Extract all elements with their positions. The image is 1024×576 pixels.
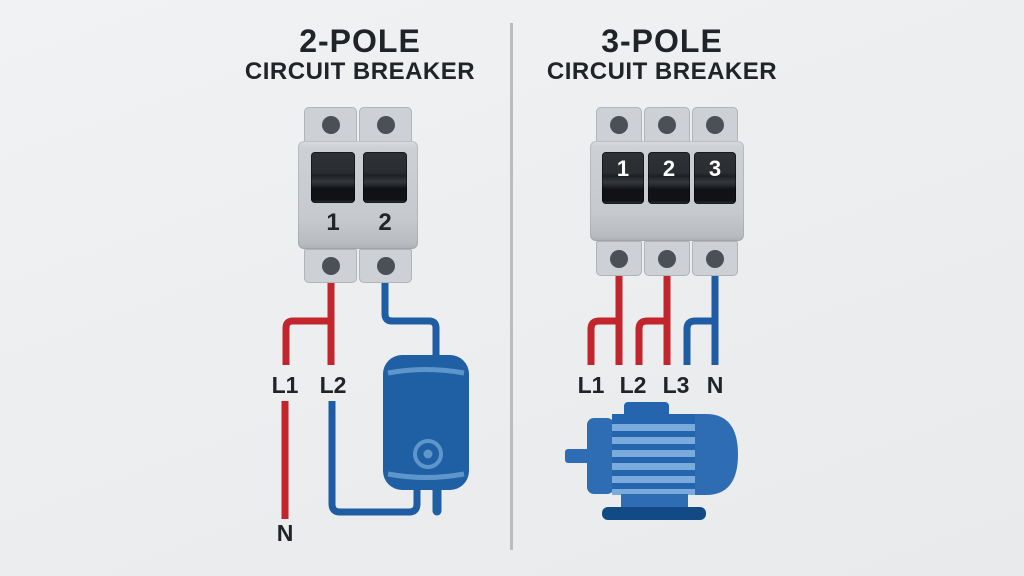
terminal-screw [658,249,676,268]
wire-label-l2: L2 [319,372,347,398]
motor-front-housing [587,418,614,494]
terminal-module [596,241,642,276]
neutral-wire-branch [683,317,715,365]
wire-label-n: N [706,372,724,398]
heater-tank [383,355,469,490]
water-heater-icon [383,355,469,516]
terminal-screw [706,116,724,134]
switch-number-3: 3 [708,156,722,181]
motor-fin [612,470,696,476]
three-pole-top-terminals [596,107,738,143]
motor-fin [612,431,696,437]
neutral-wire-to-heater-top [381,278,440,360]
three-pole-bottom-terminals [596,241,738,276]
motor-pedestal [621,494,688,508]
three-pole-neutral-wires [683,272,719,365]
heater-dial [413,439,443,469]
heater-dial-dot [423,449,433,459]
breaker-switch-3: 3 [694,152,736,204]
switch-number-2: 2 [662,156,676,181]
live-wire-pole1-branch [587,317,619,365]
three-pole-title: 3-POLE CIRCUIT BREAKER [502,24,822,85]
neutral-wire-to-heater-bottom [328,401,421,516]
two-pole-neutral-wires [328,278,440,516]
terminal-screw [658,116,676,134]
two-pole-bottom-terminals [304,249,412,283]
motor-fin [612,457,696,463]
wire-label-l2: L2 [619,372,647,398]
terminal-module [304,249,357,283]
terminal-screw [376,116,395,134]
terminal-screw [610,116,628,134]
two-pole-title-line2: CIRCUIT BREAKER [244,58,476,85]
terminal-module [692,107,738,143]
terminal-module [304,107,357,143]
wire-label-l3: L3 [662,372,690,398]
two-pole-title: 2-POLE CIRCUIT BREAKER [200,24,520,85]
breaker-switch-2: 2 [648,152,690,204]
switch-number-1: 1 [616,156,630,181]
two-pole-title-line1: 2-POLE [299,23,421,59]
terminal-screw [321,116,340,134]
motor-fin [612,444,696,450]
panel-divider [510,23,513,550]
two-pole-live-wires [281,278,335,519]
three-pole-live-wires [587,272,671,365]
terminal-module [359,107,412,143]
wire-label-l1: L1 [577,372,605,398]
live-wire-branch-l1 [282,317,331,365]
terminal-module [644,241,690,276]
motor-base [602,507,706,520]
motor-end-cap [695,414,738,495]
terminal-module [359,249,412,283]
breaker-switch-1: 1 [602,152,644,204]
three-pole-title-line2: CIRCUIT BREAKER [546,58,778,85]
electric-motor-icon [565,402,738,520]
motor-body [612,414,696,495]
breaker-switch-2 [363,152,407,203]
live-wire-pole2-branch [635,317,667,365]
motor-fin [612,483,696,489]
terminal-screw [706,249,724,268]
terminal-module [644,107,690,143]
terminal-screw [610,249,628,268]
heater-top-stripe [387,367,465,376]
wire-label-l1: L1 [271,372,299,398]
three-pole-title-line1: 3-POLE [601,23,723,59]
wire-label-n: N [276,520,294,546]
terminal-module [596,107,642,143]
breaker-switch-1 [311,152,355,203]
terminal-screw [321,257,340,275]
pole-number-1: 1 [326,209,340,236]
pole-number-2: 2 [378,209,392,236]
terminal-screw [376,257,395,275]
two-pole-top-terminals [304,107,412,143]
motor-fin [612,414,696,424]
heater-bottom-stripe [387,471,465,480]
terminal-module [692,241,738,276]
